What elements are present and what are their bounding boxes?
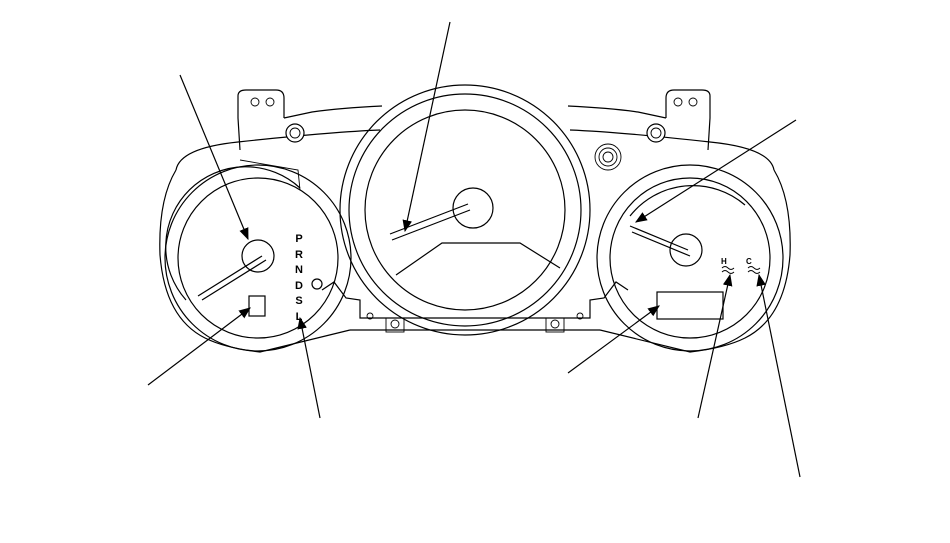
gear-p: P: [295, 233, 303, 245]
gear-l: L: [295, 310, 303, 323]
temperature-gauge: [311, 164, 784, 352]
speedometer-gauge: [339, 84, 591, 336]
gear-s: S: [295, 295, 303, 307]
leader-lines: [147, 21, 801, 478]
gear-r: R: [295, 248, 303, 261]
cluster-housing: [159, 89, 791, 353]
temp-hot-label: H: [721, 257, 728, 266]
coolant-temp-icon-hot: [721, 266, 735, 274]
gear-d: D: [295, 279, 303, 292]
tachometer-gauge: [164, 159, 352, 352]
gear-position-indicator: P R N D S L: [292, 232, 306, 325]
temp-cold-label: C: [746, 257, 753, 266]
coolant-temp-icon-cold: [747, 266, 761, 274]
gear-n: N: [295, 264, 303, 276]
